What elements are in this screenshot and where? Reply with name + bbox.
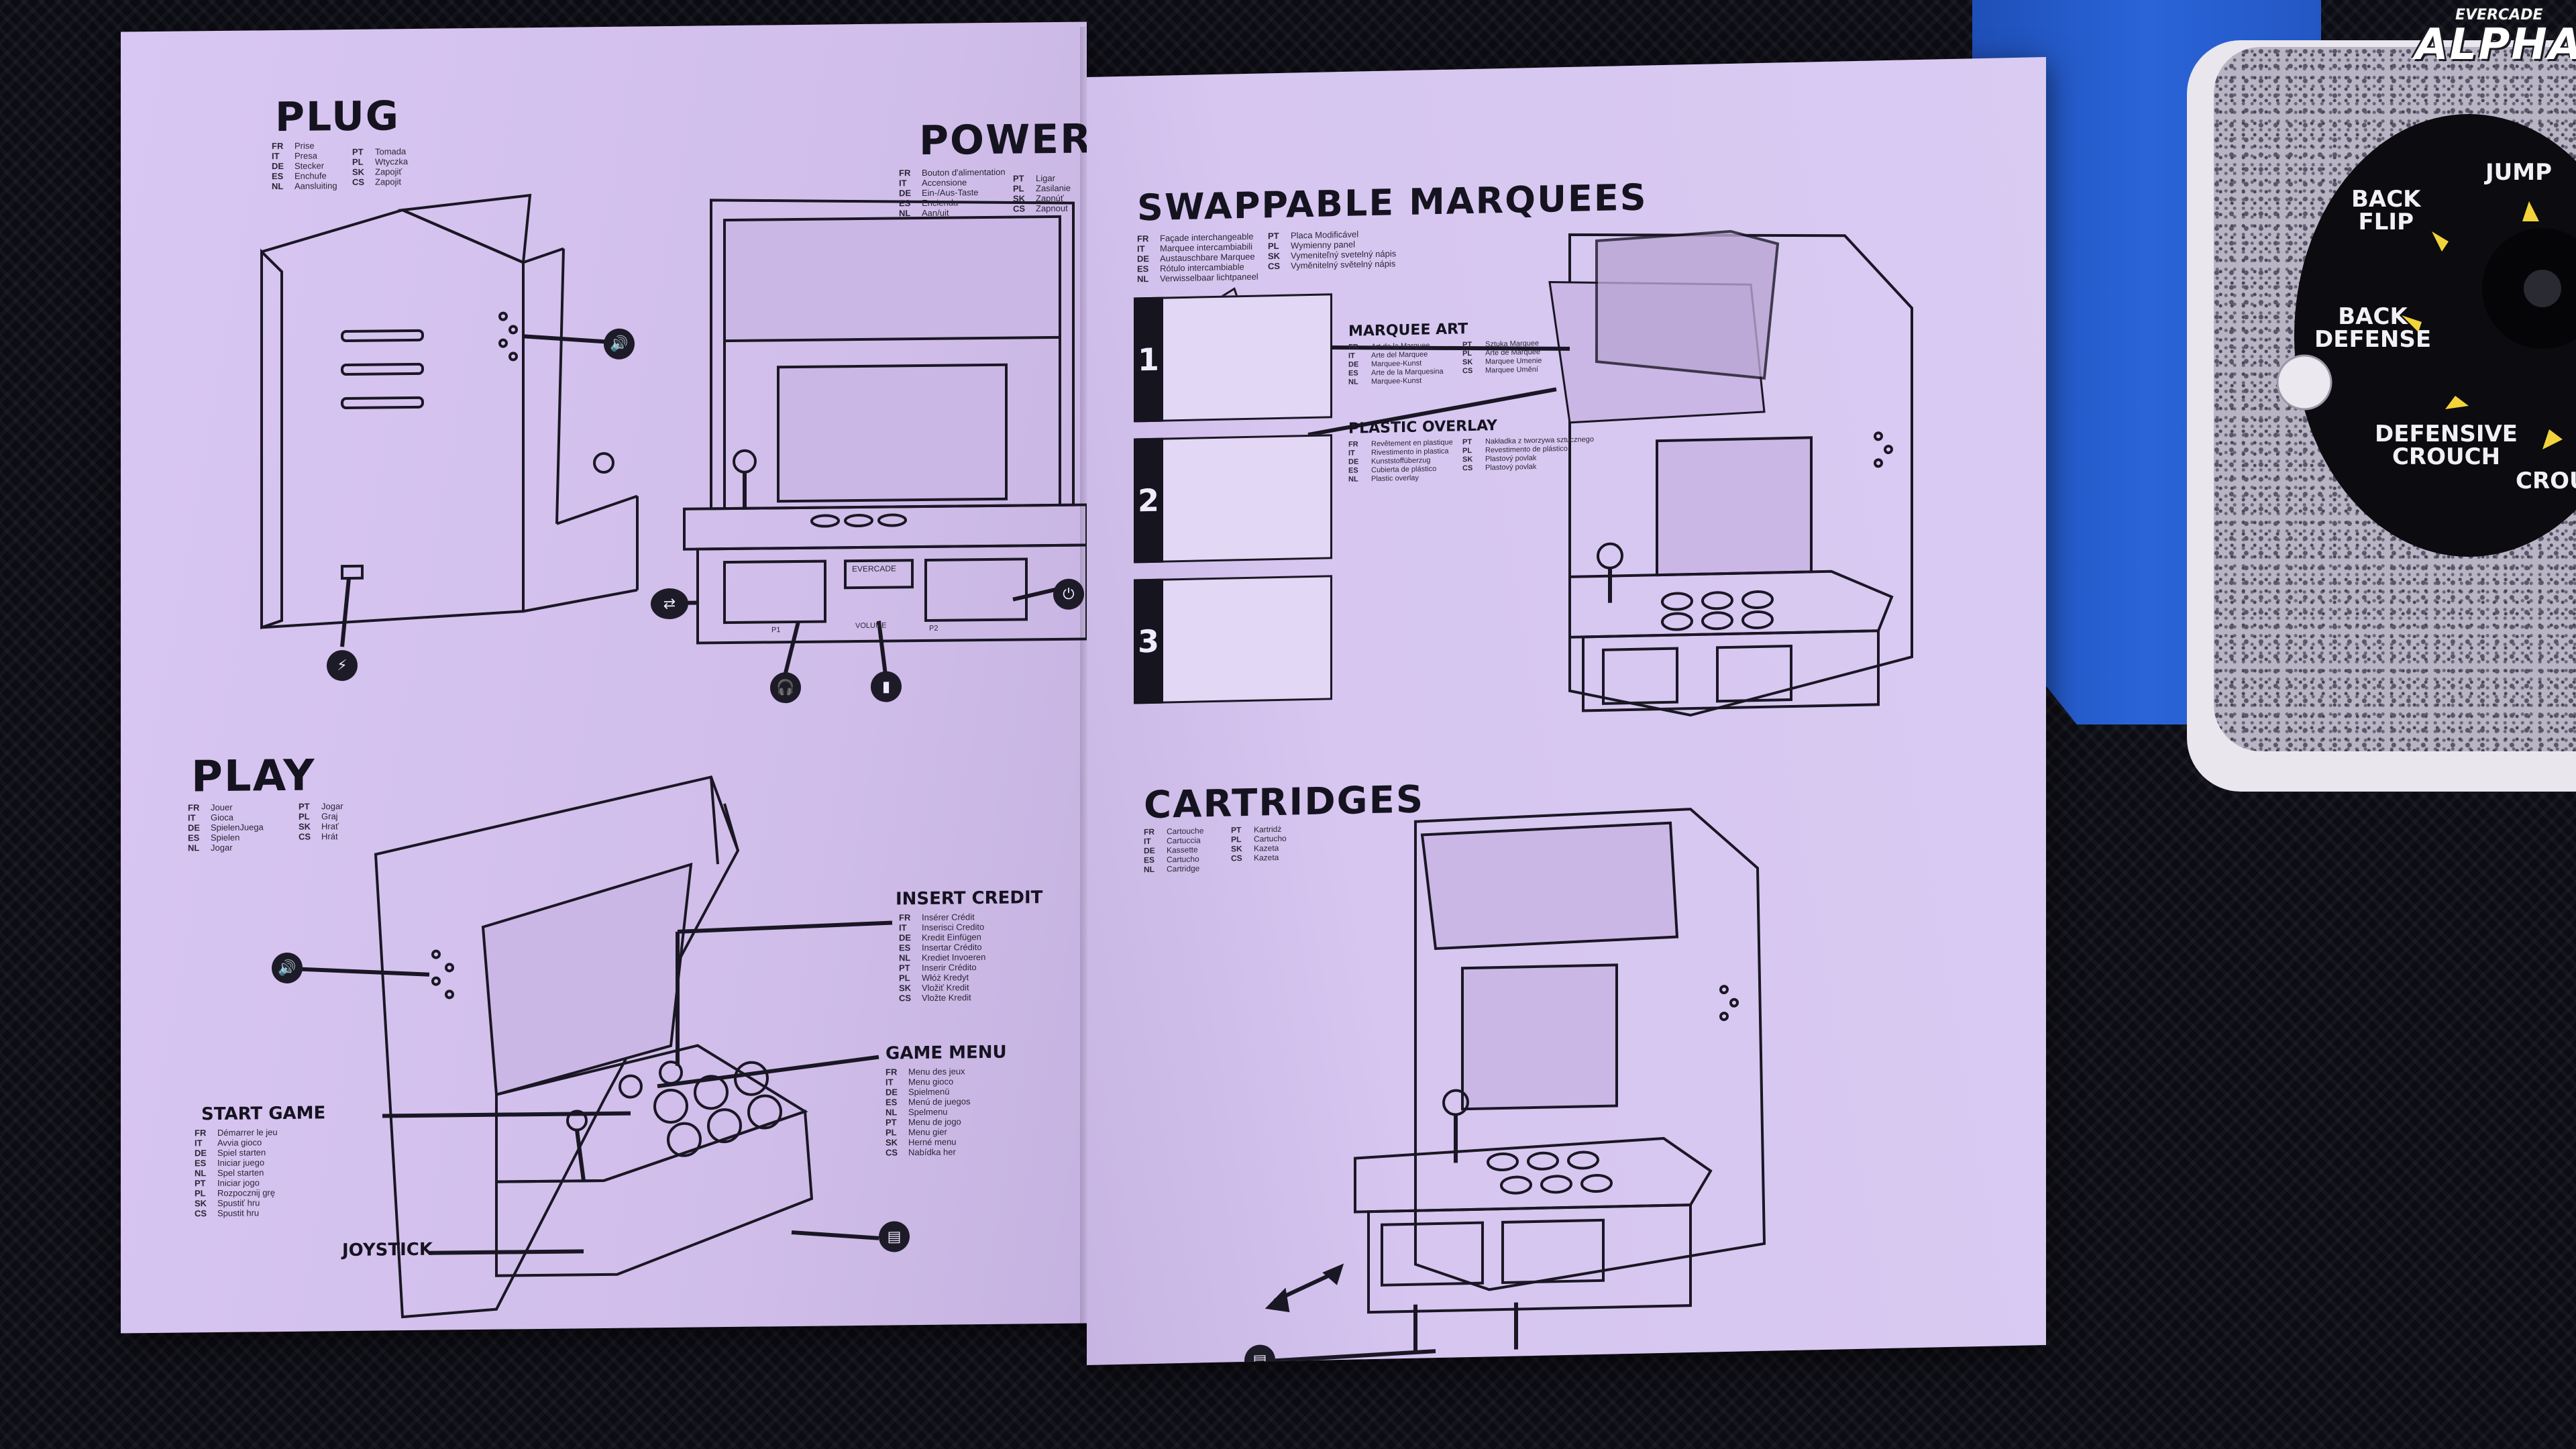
speaker-icon: 🔊 <box>272 952 303 984</box>
start-game-label: START GAME <box>201 1103 326 1125</box>
power-title: POWER <box>919 115 1087 165</box>
marquee-art-label: MARQUEE ART <box>1348 321 1468 340</box>
play-title: PLAY <box>191 751 316 802</box>
marquee-step-2: 2 <box>1134 437 1163 564</box>
marquee-cabinet <box>1307 229 1913 717</box>
move-defensive-crouch: DEFENSIVE CROUCH <box>2375 421 2518 470</box>
booklet-spine <box>1080 27 1093 1355</box>
power-marquee-brand: EVERCADE <box>852 564 897 574</box>
move-jump: JUMP <box>2485 159 2553 186</box>
marquee-step-3-box <box>1134 575 1332 704</box>
headphones-icon: 🎧 <box>770 672 801 704</box>
move-back-flip: BACK FLIP <box>2351 186 2421 235</box>
marquee-step-3: 3 <box>1134 578 1163 704</box>
power-volume-label: VOLUME <box>855 621 887 631</box>
cartridges-cabinet <box>1260 808 1766 1364</box>
game-menu-label: GAME MENU <box>885 1042 1007 1064</box>
power-cabinet-front <box>671 199 1087 676</box>
plug-title: PLUG <box>275 93 400 142</box>
power-p1-label: P1 <box>771 626 781 635</box>
plastic-overlay-label: PLASTIC OVERLAY <box>1348 417 1497 437</box>
cartridges-title: CARTRIDGES <box>1144 777 1425 828</box>
power-p2-label: P2 <box>929 624 938 633</box>
box-brand: ALPHA <box>2415 20 2576 70</box>
box-brand-small: EVERCADE <box>2455 7 2543 23</box>
marquee-step-1-box <box>1134 293 1332 423</box>
cartridge-icon: ▤ <box>879 1221 910 1252</box>
insert-credit-label: INSERT CREDIT <box>896 888 1043 910</box>
volume-bars-icon: ▮ <box>871 671 902 702</box>
plug-cabinet-side <box>260 193 639 647</box>
play-cabinet-angled <box>301 775 893 1319</box>
move-back-defense: BACK DEFENSE <box>2314 303 2432 353</box>
marquee-step-1: 1 <box>1134 297 1163 423</box>
speaker-icon: 🔊 <box>604 328 635 360</box>
joystick-label: JOYSTICK <box>342 1239 433 1261</box>
move-crouch: CROUC <box>2516 468 2576 494</box>
marquee-step-2-box <box>1134 434 1332 564</box>
left-page-illustrations <box>260 193 1087 1319</box>
lightning-icon: ⚡ <box>327 649 358 682</box>
